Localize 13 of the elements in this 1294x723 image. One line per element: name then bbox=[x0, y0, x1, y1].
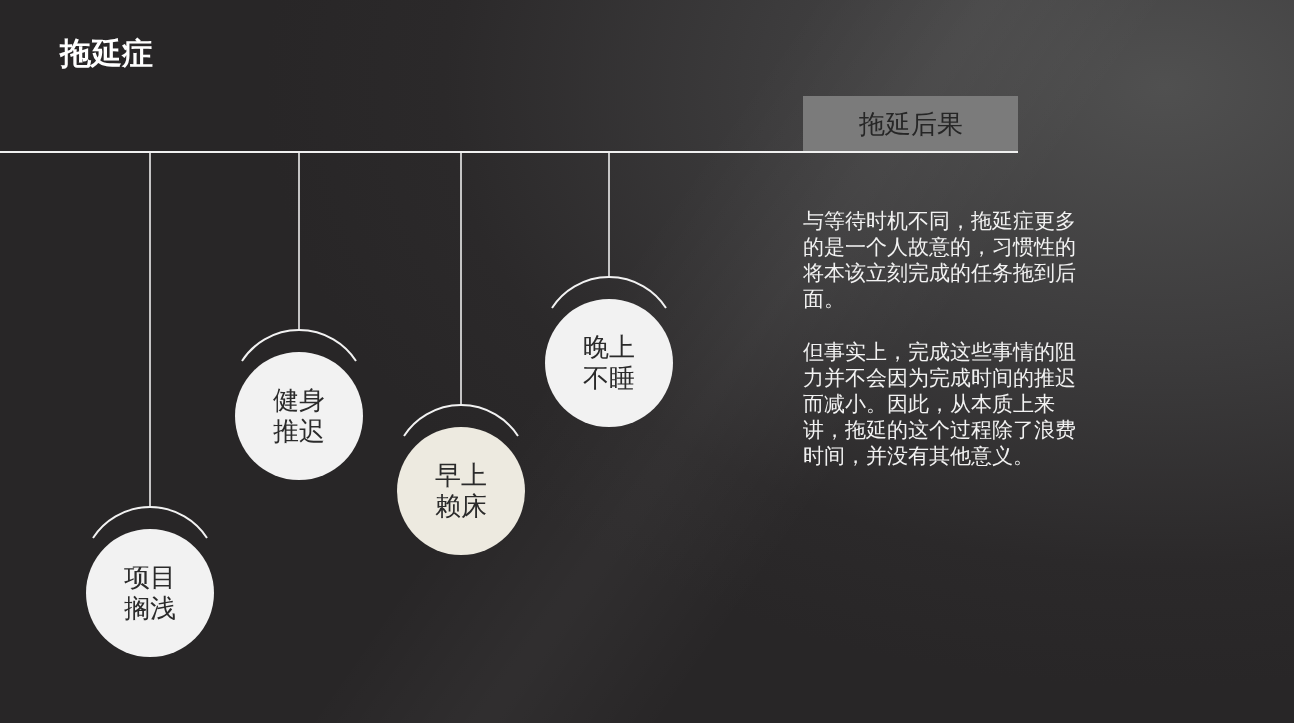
paragraph: 与等待时机不同，拖延症更多的是一个人故意的，习惯性的将本该立刻完成的任务拖到后面。 bbox=[803, 208, 1077, 312]
hanging-string bbox=[608, 152, 610, 277]
title: 拖延症 bbox=[60, 34, 153, 73]
hanging-string bbox=[298, 152, 300, 330]
paragraph: 但事实上，完成这些事情的阻力并不会因为完成时间的推迟而减小。因此，从本质上来讲，拖延的这个过程除了浪费时间，并没有其他意义。 bbox=[803, 339, 1077, 469]
hanging-string bbox=[460, 152, 462, 405]
pendant-circle: 健身推迟 bbox=[235, 352, 363, 480]
rail-line bbox=[0, 151, 1018, 153]
heading-box: 拖延后果 bbox=[803, 96, 1018, 152]
pendant-circle: 项目搁浅 bbox=[86, 529, 214, 657]
pendant-circle: 早上赖床 bbox=[397, 427, 525, 555]
hanging-string bbox=[149, 152, 151, 507]
pendant-circle: 晚上不睡 bbox=[545, 299, 673, 427]
